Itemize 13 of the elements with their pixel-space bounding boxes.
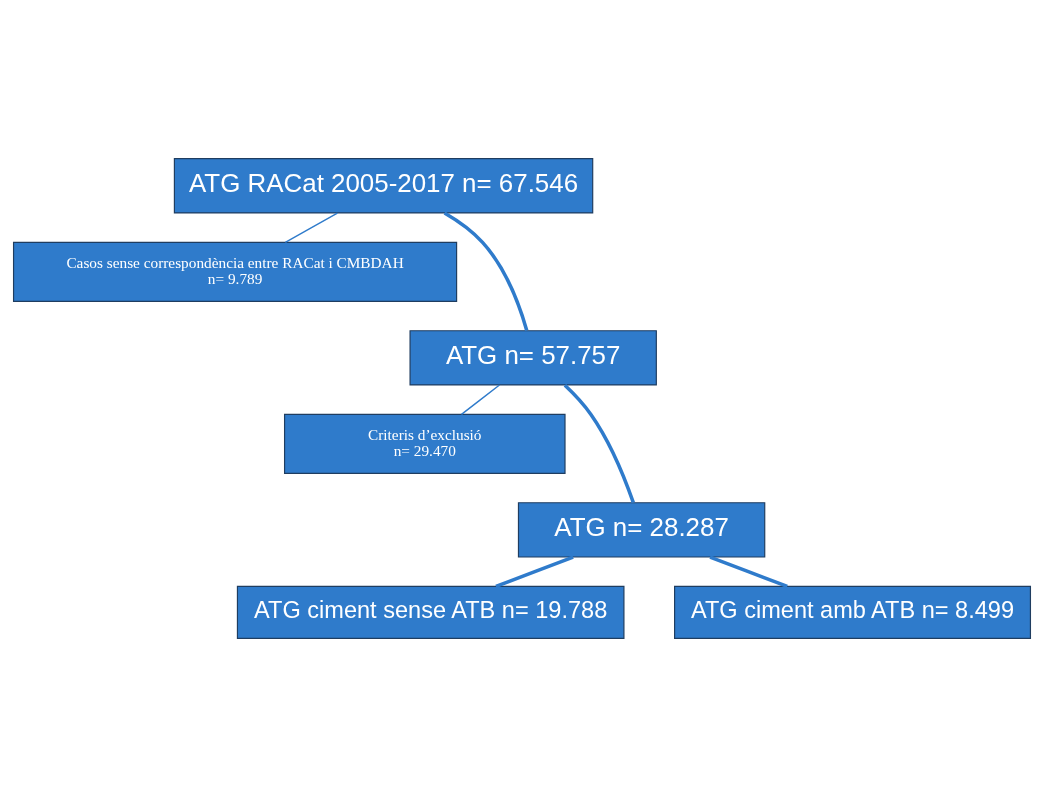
connector: [563, 383, 635, 503]
node-box: ATG ciment amb ATB n= 8.499: [674, 585, 1032, 639]
connector: [460, 383, 501, 415]
node-box: ATG n= 28.287: [517, 501, 766, 558]
node-box: ATG ciment sense ATB n= 19.788: [236, 585, 625, 639]
connector: [443, 211, 529, 331]
node-box: ATG RACat 2005-2017 n= 67.546: [173, 157, 594, 213]
node-box: ATG n= 57.757: [409, 329, 657, 386]
node-box: Criteris d’exclusió n= 29.470: [284, 413, 566, 474]
connector: [495, 554, 574, 588]
connector: [709, 554, 788, 588]
connector: [284, 211, 339, 243]
node-box: Casos sense correspondència entre RACat i CMBDAH n= 9.789: [12, 241, 458, 302]
